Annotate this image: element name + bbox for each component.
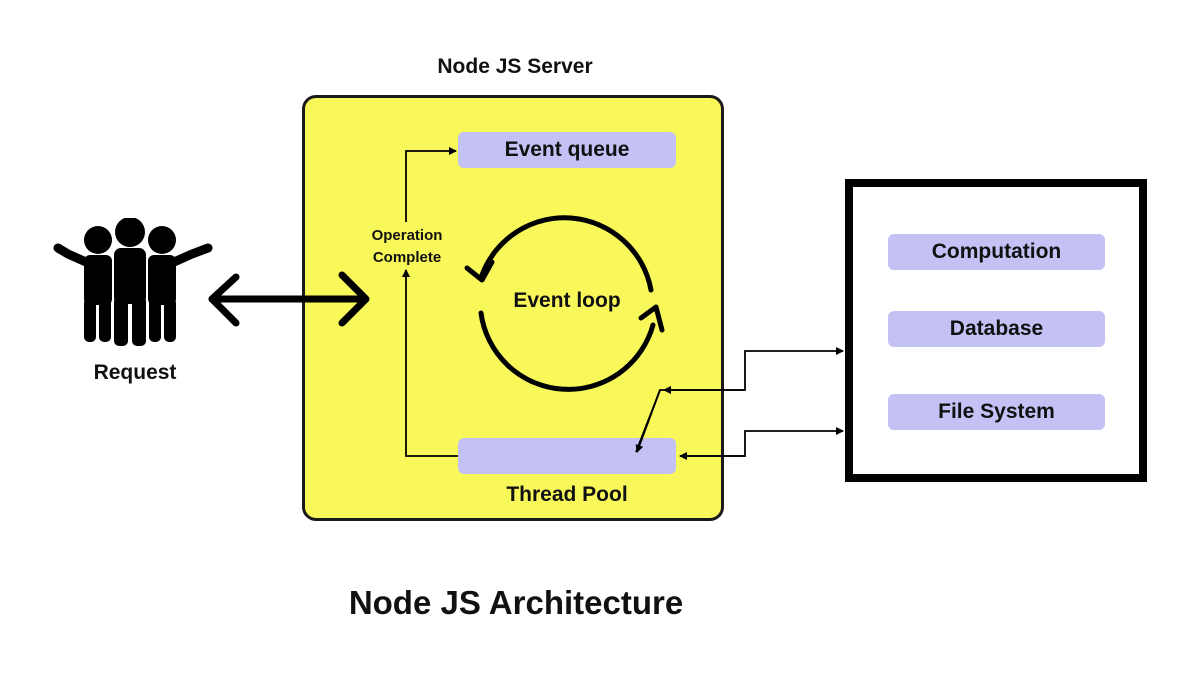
operation-complete-line-2: Complete: [372, 249, 442, 266]
people-group-icon: [53, 218, 213, 346]
event-loop-label: Event loop: [513, 289, 621, 312]
diagram-title: Node JS Architecture: [348, 584, 684, 621]
computation-box: Computation: [888, 234, 1105, 270]
operation-complete-label: Operation Complete: [352, 225, 462, 269]
request-label: Request: [93, 361, 177, 384]
operation-complete-line-1: Operation: [371, 227, 443, 244]
event-queue-box: Event queue: [458, 132, 676, 168]
database-box: Database: [888, 311, 1105, 347]
server-title: Node JS Server: [437, 55, 593, 78]
file-system-box: File System: [888, 394, 1105, 430]
thread-pool-label: Thread Pool: [506, 483, 628, 506]
thread-pool-box: [458, 438, 676, 474]
